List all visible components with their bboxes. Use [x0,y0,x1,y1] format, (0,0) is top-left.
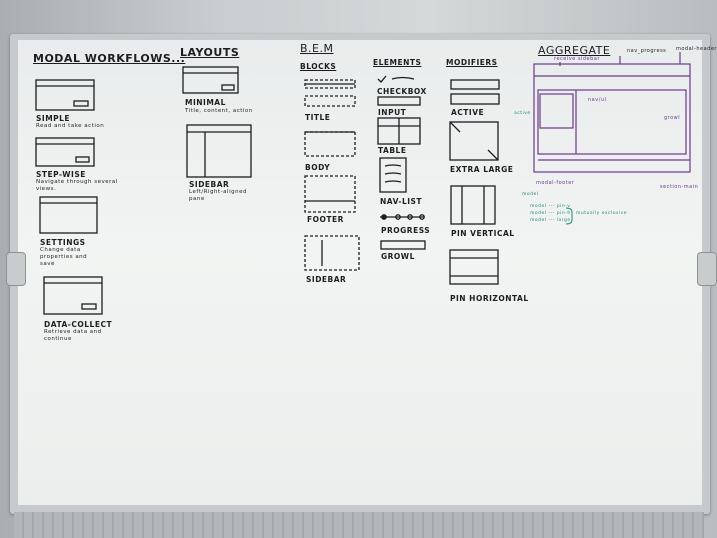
sketch-simple-modal [35,79,95,111]
section-title-layouts: LAYOUTS [180,46,240,59]
label-minimal: MINIMAL [185,98,226,107]
label-sidebar-layout: SIDEBAR [189,180,230,189]
sketch-settings-modal [39,196,98,234]
label-el-navlist: NAV-LIST [380,197,423,206]
note-modal-footer: modal-footer [536,180,575,186]
note-legend-line-2: model --- pin-h [530,211,571,216]
marker-tray [14,512,704,538]
section-title-modal-workflows: MODAL WORKFLOWS... [33,52,186,65]
sketch-aggregate-diagram [533,52,691,173]
note-growl: growl [664,115,681,121]
label-el-input: INPUT [378,108,407,117]
label-mod-pin-vertical: PIN VERTICAL [451,229,515,238]
label-block-footer: FOOTER [307,215,344,224]
label-block-title: TITLE [305,113,331,122]
note-section-main: section-main [660,184,699,190]
note-receive-sidebar: receive sidebar [554,56,600,62]
subtitle-blocks: BLOCKS [300,62,337,71]
sketch-datacollect-modal [43,276,103,315]
subtitle-elements: ELEMENTS [373,58,422,67]
label-datacollect: DATA-COLLECT [44,320,113,329]
sketch-stepwise-modal [35,137,95,167]
label-el-table: TABLE [378,146,407,155]
desc-datacollect: Retrieve data and continue [44,329,102,342]
label-mod-pin-horizontal: PIN HORIZONTAL [450,294,529,303]
note-nav-progress: nav_progress [627,48,667,54]
note-navlist: nav/ul [588,97,607,103]
label-el-progress: PROGRESS [381,226,431,235]
label-simple: SIMPLE [36,114,71,123]
label-block-body: BODY [305,163,331,172]
note-legend-model: model [522,192,539,197]
label-stepwise: STEP-WISE [36,170,86,179]
sketch-minimal-layout [182,66,239,94]
label-mod-active: ACTIVE [451,108,485,117]
whiteboard-surface [18,40,702,505]
label-settings: SETTINGS [40,238,86,247]
left-clamp [6,252,26,286]
desc-minimal: Title, content, action [185,108,253,114]
note-modal-header: modal-header [676,46,717,52]
desc-sidebar-layout: Left/Right-aligned pane [189,189,247,202]
sketch-sidebar-layout [186,124,252,178]
label-block-sidebar: SIDEBAR [306,275,347,284]
label-el-checkbox: CHECKBOX [377,87,427,96]
desc-stepwise: Navigate through several views. [36,179,118,192]
note-legend-line-3: model --- large [530,218,571,223]
subtitle-modifiers: MODIFIERS [446,58,498,67]
note-active: active [514,111,531,116]
section-title-aggregate: AGGREGATE [538,44,611,57]
section-title-bem: B.E.M [300,42,334,55]
desc-settings: Change data properties and save [40,247,88,267]
desc-simple: Read and take action [36,123,105,129]
note-legend-line-1: model --- pin-v [530,204,571,209]
note-mutually-exclusive: mutually exclusive [576,211,628,216]
label-mod-extra-large: EXTRA LARGE [450,165,514,174]
label-el-growl: GROWL [381,252,415,261]
